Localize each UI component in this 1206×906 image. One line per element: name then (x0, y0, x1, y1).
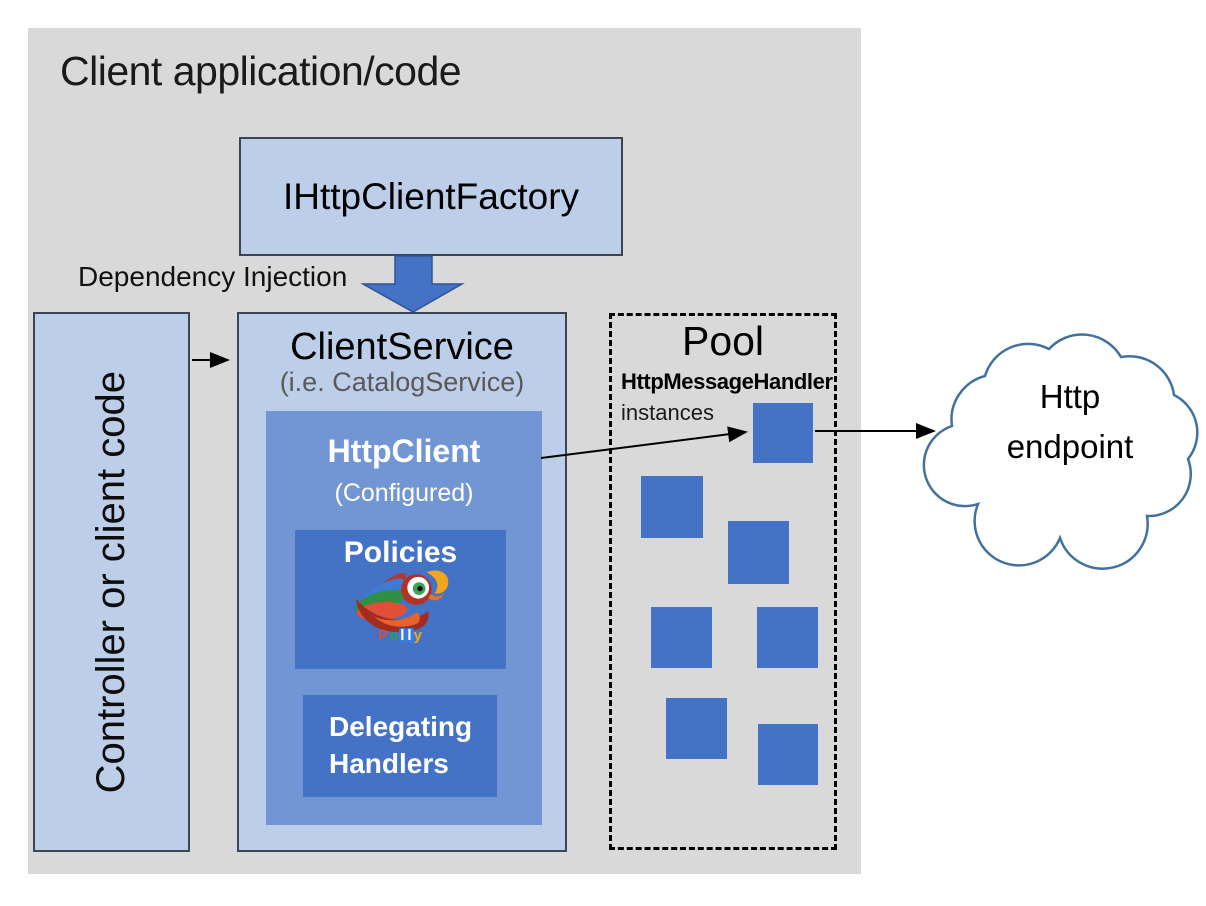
delegating-handlers-label: Delegating Handlers (329, 711, 473, 780)
http-client-subtitle: (Configured) (334, 479, 474, 507)
controller-box: Controller or client code (33, 312, 190, 852)
handler-instance-square (641, 476, 703, 538)
delegating-handlers-box: Delegating Handlers (303, 695, 497, 797)
client-service-subtitle: (i.e. CatalogService) (279, 367, 525, 397)
client-service-title: ClientService (290, 326, 514, 368)
http-endpoint-line2: endpoint (1006, 427, 1134, 465)
ihttpclientfactory-box: IHttpClientFactory (239, 137, 623, 256)
ihttpclientfactory-label: IHttpClientFactory (282, 175, 580, 217)
polly-parrot-icon (354, 570, 448, 633)
handler-instance-square (753, 403, 813, 463)
http-client-box: HttpClient (Configured) Policies (266, 411, 542, 825)
http-endpoint-line1: Http (1039, 378, 1101, 415)
pool-title: Pool (681, 318, 765, 364)
handler-instance-square (758, 724, 818, 785)
handler-instance-square (728, 521, 789, 584)
http-endpoint-label: Http endpoint (972, 372, 1168, 471)
client-service-box: ClientService (i.e. CatalogService) Http… (237, 312, 567, 852)
pool-instances-label: instances (621, 400, 714, 425)
handler-instance-square (757, 607, 818, 668)
http-client-title: HttpClient (327, 433, 481, 469)
controller-label: Controller or client code (89, 370, 133, 794)
handler-instance-square (666, 698, 727, 759)
pool-box: Pool HttpMessageHandler instances (609, 313, 837, 850)
pool-type-label: HttpMessageHandler (621, 369, 833, 394)
handler-instance-square (651, 607, 712, 668)
dependency-injection-label: Dependency Injection (78, 261, 348, 292)
policies-box: Policies (295, 530, 506, 669)
page-title: Client application/code (60, 48, 462, 94)
policies-label: Policies (343, 536, 458, 569)
